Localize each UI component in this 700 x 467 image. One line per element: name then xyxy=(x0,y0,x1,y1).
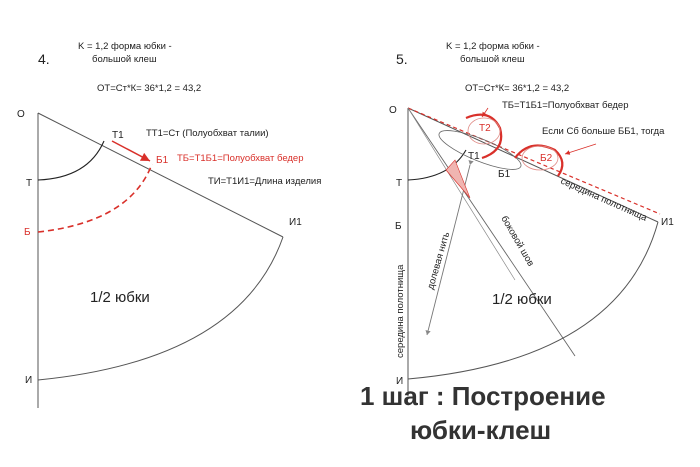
label-t2: Т2 xyxy=(479,123,491,134)
grain-line xyxy=(425,159,474,336)
middle-panel-label: середина полотнища xyxy=(559,176,649,224)
note-tt1: ТТ1=Ст (Полуобхват талии) xyxy=(146,128,269,139)
diagonal-line-oi1 xyxy=(407,107,659,223)
note-tb: ТБ=Т1Б1=Полуобхват бедер xyxy=(177,153,304,164)
middle-panel-line xyxy=(407,107,661,215)
b2-arc xyxy=(514,144,564,177)
formula-k-desc: большой клеш xyxy=(92,54,157,65)
b2-circle xyxy=(521,145,559,171)
label-b1: Б1 xyxy=(498,169,511,180)
label-t: Т xyxy=(26,178,32,189)
label-b2: Б2 xyxy=(540,153,553,164)
label-i: И xyxy=(25,375,32,386)
diagram-step-5: 5. K = 1,2 форма юбки - большой клеш ОТ=… xyxy=(389,41,674,396)
formula-ot: ОТ=Ст*К= 36*1,2 = 43,2 xyxy=(465,83,569,94)
half-skirt-label: 1/2 юбки xyxy=(492,291,552,308)
hip-ellipse xyxy=(438,130,522,170)
hip-arc xyxy=(37,163,153,233)
guide-line xyxy=(407,107,516,281)
dart-wedge xyxy=(445,159,471,199)
label-t1: Т1 xyxy=(112,130,124,141)
middle-panel-left-label: середина полотнища xyxy=(395,264,406,358)
note-tb: ТБ=Т1Б1=Полуобхват бедер xyxy=(502,100,629,111)
formula-ot: ОТ=Ст*К= 36*1,2 = 43,2 xyxy=(97,83,201,94)
formula-k: K = 1,2 форма юбки - xyxy=(78,41,172,52)
t2-circle xyxy=(467,117,501,145)
label-b1: Б1 xyxy=(156,155,169,166)
title-line-2: юбки-клеш xyxy=(410,415,551,445)
label-b: Б xyxy=(24,227,31,238)
label-o: О xyxy=(389,105,397,116)
diagonal-line-oi1 xyxy=(37,112,284,238)
label-i: И xyxy=(396,376,403,387)
arrow-t1-b1 xyxy=(111,140,151,162)
title-line-1: 1 шаг : Построение xyxy=(360,381,606,411)
note-ti: ТИ=Т1И1=Длина изделия xyxy=(208,176,321,187)
waist-arc xyxy=(407,149,467,181)
label-o: О xyxy=(17,109,25,120)
title-block: 1 шаг : Построение юбки-клеш xyxy=(360,381,606,445)
label-b: Б xyxy=(395,221,402,232)
hem-arc xyxy=(407,221,659,380)
grain-label: долевая нить xyxy=(425,231,452,291)
label-t: Т xyxy=(396,178,402,189)
half-skirt-label: 1/2 юбки xyxy=(90,289,150,306)
note-sb: Если Сб больше ББ1, тогда xyxy=(542,126,665,137)
formula-k-desc: большой клеш xyxy=(460,54,525,65)
arrow-to-t2 xyxy=(481,107,489,118)
side-seam-label: боковой шов xyxy=(498,214,536,268)
arrow-to-b2 xyxy=(564,143,597,155)
step-number: 5. xyxy=(396,51,408,67)
label-i1: И1 xyxy=(661,217,674,228)
waist-arc xyxy=(37,140,105,181)
label-t1: Т1 xyxy=(468,151,480,162)
side-seam-line xyxy=(407,107,576,357)
diagram-step-4: 4. K = 1,2 форма юбки - большой клеш ОТ=… xyxy=(17,41,321,408)
label-i1: И1 xyxy=(289,217,302,228)
step-number: 4. xyxy=(38,51,50,67)
formula-k: K = 1,2 форма юбки - xyxy=(446,41,540,52)
hem-arc xyxy=(37,236,284,381)
